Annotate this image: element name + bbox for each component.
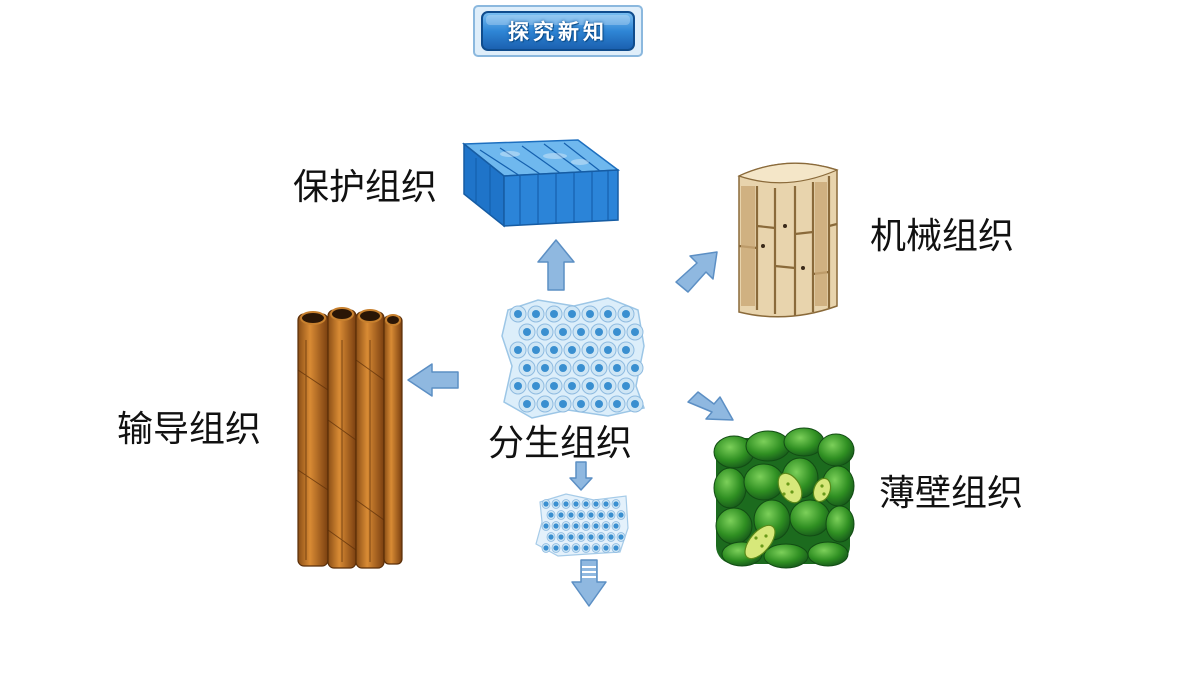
protective-tissue-image bbox=[461, 139, 621, 228]
label-mechanical: 机械组织 bbox=[870, 216, 1015, 257]
meristem-small-image bbox=[535, 493, 629, 557]
label-parenchyma: 薄壁组织 bbox=[879, 473, 1024, 514]
arrow-to-parenchyma bbox=[687, 391, 734, 421]
arrow-to-mechanical bbox=[675, 251, 718, 293]
banner-title: 探究新知 bbox=[508, 19, 608, 44]
arrow-to-meristem-small bbox=[569, 461, 593, 491]
label-protective: 保护组织 bbox=[293, 167, 438, 208]
title-banner bbox=[473, 5, 643, 57]
parenchyma-tissue-image bbox=[713, 427, 855, 569]
arrow-bottom bbox=[571, 559, 607, 607]
label-conducting: 输导组织 bbox=[117, 409, 262, 450]
meristematic-tissue-image bbox=[501, 297, 645, 419]
conducting-tissue-image bbox=[297, 307, 403, 569]
label-meristematic: 分生组织 bbox=[488, 423, 633, 464]
arrow-to-conducting bbox=[407, 363, 459, 397]
mechanical-tissue-image bbox=[737, 162, 839, 318]
arrow-to-protective bbox=[537, 239, 575, 291]
